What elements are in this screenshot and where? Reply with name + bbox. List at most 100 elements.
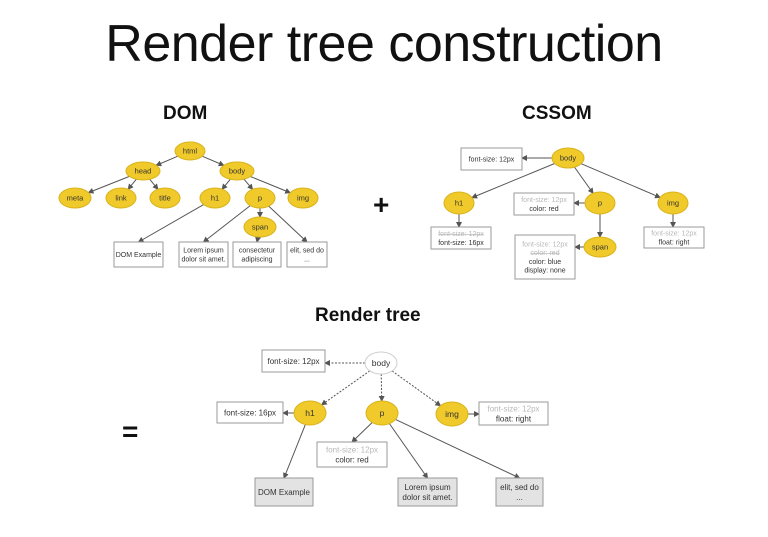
render-text-elit	[495, 477, 544, 507]
render-rules-body	[261, 349, 326, 373]
cssom-rules-span-line: color: red	[530, 250, 559, 257]
cssom-node-body	[551, 147, 585, 169]
cssom-rules-p-line: color: red	[529, 206, 558, 213]
cssom-rules-span-line: font-size: 12px	[522, 241, 568, 248]
cssom-edge-body-p	[574, 166, 594, 195]
render-node-h1	[293, 400, 327, 426]
dom-node-link-label: link	[115, 194, 127, 203]
dom-text-consectetur-line: adipiscing	[241, 256, 272, 263]
cssom-rules-span-line: display: none	[524, 268, 565, 275]
render-edge-body-h1	[320, 370, 371, 406]
dom-node-html	[174, 141, 206, 161]
cssom-rules-body	[460, 147, 523, 171]
render-node-body-label: body	[372, 358, 391, 368]
render-text-elit-line: elit, sed do	[500, 483, 539, 492]
dom-text-lorem-line: Lorem ipsum	[183, 248, 224, 255]
slide-title: Render tree construction	[105, 15, 663, 73]
dom-edge-head-meta	[87, 175, 130, 194]
dom-text-h1-line: DOM Example	[116, 252, 162, 259]
render-edge-body-p	[378, 373, 385, 403]
render-text-h1	[254, 477, 314, 507]
render-rules-p-line: color: red	[335, 455, 368, 464]
cssom-rules-p-line: font-size: 12px	[521, 197, 567, 204]
dom-node-title-label: title	[159, 194, 171, 203]
cssom-rules-p	[513, 192, 575, 216]
render-node-p	[365, 400, 399, 426]
cssom-node-p	[584, 191, 616, 215]
dom-edge-body-img	[250, 176, 292, 194]
render-text-lorem	[397, 477, 458, 507]
cssom-node-h1-label: h1	[455, 199, 463, 208]
cssom-node-p-label: p	[598, 199, 602, 208]
render-edge-p-rules	[351, 422, 373, 443]
dom-text-lorem-line: dolor sit amet.	[182, 256, 226, 263]
render-node-img-label: img	[445, 409, 459, 419]
cssom-rules-span-line: color: blue	[529, 259, 561, 266]
equals-operator: =	[122, 416, 139, 447]
render-text-elit-line: ...	[516, 493, 523, 502]
dom-node-html-label: html	[183, 147, 198, 156]
render-rules-img	[478, 401, 549, 426]
cssom-node-body-label: body	[560, 154, 577, 163]
cssom-node-span	[583, 236, 617, 258]
render-tree-heading: Render tree	[315, 305, 421, 326]
dom-node-head-label: head	[135, 167, 152, 176]
render-node-p-label: p	[380, 408, 385, 418]
dom-text-lorem	[178, 241, 229, 268]
cssom-rules-h1-line: font-size: 16px	[438, 240, 484, 247]
dom-node-h1-label: h1	[211, 194, 219, 203]
cssom-rules-span	[514, 234, 576, 280]
dom-edge-head-link	[127, 178, 137, 190]
render-text-lorem-line: Lorem ipsum	[404, 483, 451, 492]
render-rules-body-line: font-size: 12px	[267, 357, 319, 366]
dom-node-link	[105, 187, 137, 209]
dom-edge-html-body	[202, 155, 225, 167]
render-node-body	[364, 351, 398, 375]
dom-edge-span-t_consectetur	[255, 236, 261, 243]
render-text-h1-line: DOM Example	[258, 488, 311, 497]
cssom-rules-h1-line: font-size: 12px	[438, 231, 484, 238]
render-rules-h1	[216, 401, 284, 424]
dom-node-body-label: body	[229, 167, 246, 176]
dom-edge-p-t_lorem	[202, 205, 251, 243]
render-edge-p-elit	[395, 418, 521, 479]
dom-node-span	[243, 216, 277, 238]
dom-node-img-label: img	[297, 194, 309, 203]
dom-text-consectetur-line: consectetur	[239, 248, 276, 255]
render-rules-h1-line: font-size: 16px	[224, 408, 276, 417]
render-rules-p-line: font-size: 12px	[326, 445, 378, 454]
cssom-rules-img-line: font-size: 12px	[651, 231, 697, 238]
render-edge-p-lorem	[389, 423, 429, 479]
cssom-node-span-label: span	[592, 243, 608, 252]
render-node-h1-label: h1	[305, 408, 315, 418]
dom-edge-head-title	[149, 178, 159, 190]
render-rules-img-line: float: right	[496, 414, 532, 423]
dom-node-span-label: span	[252, 223, 268, 232]
dom-node-title	[149, 187, 181, 209]
dom-node-body	[219, 161, 255, 181]
render-rules-p	[316, 441, 388, 468]
render-edge-body-img	[391, 370, 442, 407]
render-text-lorem-line: dolor sit amet.	[402, 493, 452, 502]
dom-node-meta	[58, 187, 92, 209]
render-edge-h1-text	[283, 424, 306, 479]
dom-text-h1	[113, 241, 164, 268]
cssom-edge-body-h1	[471, 163, 555, 199]
dom-heading: DOM	[163, 103, 208, 124]
dom-edge-p-t_elit	[268, 205, 308, 243]
render-node-img	[435, 401, 469, 427]
dom-edge-body-p	[243, 178, 254, 191]
cssom-edge-body-img	[580, 163, 661, 199]
dom-text-elit	[286, 241, 328, 268]
dom-node-head	[125, 161, 161, 181]
cssom-node-h1	[443, 191, 475, 215]
cssom-rules-h1	[430, 226, 492, 250]
cssom-rules-body-line: font-size: 12px	[469, 156, 515, 163]
cssom-heading: CSSOM	[522, 103, 592, 124]
dom-text-elit-line: elit, sed do	[290, 248, 324, 255]
dom-node-h1	[199, 187, 231, 209]
dom-edge-html-head	[155, 155, 178, 167]
plus-operator: +	[373, 189, 390, 220]
render-rules-img-line: font-size: 12px	[487, 404, 539, 413]
